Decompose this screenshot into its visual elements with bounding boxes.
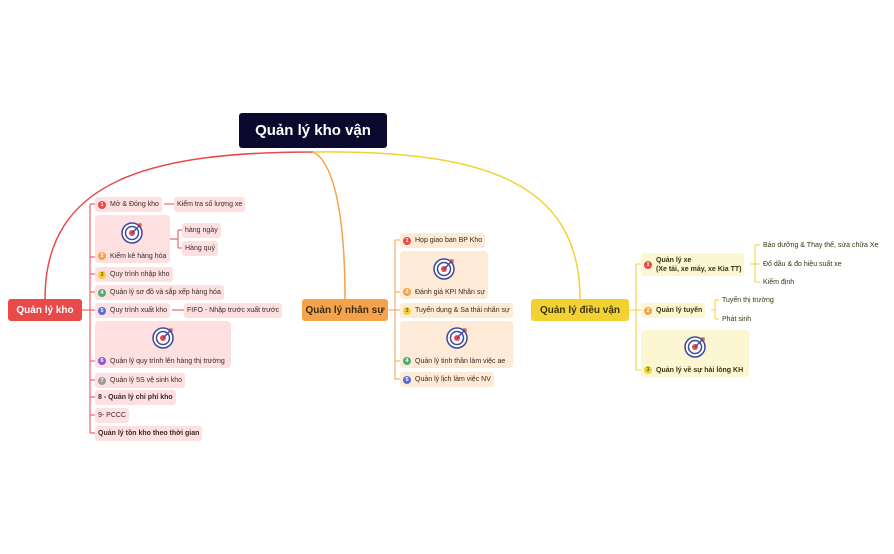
topic-label-row: 3 Quản lý về sự hài lòng KH — [644, 366, 743, 374]
root-topic[interactable]: Quản lý kho vận — [239, 113, 387, 148]
topic-label: Quản lý 5S vệ sinh kho — [110, 377, 182, 384]
topic-hang-quy[interactable]: Hàng quý — [182, 241, 218, 256]
topic-tuyen-thi-truong[interactable]: Tuyến thị trường — [722, 297, 774, 304]
topic-quy-trinh-xuat-kho[interactable]: 5 Quy trình xuất kho — [95, 303, 171, 318]
topic-kiem-ke-hang-hoa[interactable]: 2 Kiểm kê hàng hóa — [95, 215, 170, 263]
topic-su-hai-long-kh[interactable]: 3 Quản lý về sự hài lòng KH — [641, 330, 749, 377]
topic-label: Quản lý tinh thần làm việc ae — [415, 357, 506, 365]
topic-len-hang-thi-truong[interactable]: 6 Quản lý quy trình lên hàng thị trường — [95, 321, 231, 368]
topic-bao-duong[interactable]: Bảo dưỡng & Thay thế, sửa chữa Xe — [763, 242, 879, 249]
topic-kiem-tra-so-luong-xe[interactable]: Kiểm tra số lượng xe — [174, 197, 246, 212]
target-icon — [152, 327, 174, 349]
topic-chi-phi-kho[interactable]: 8 - Quản lý chi phí kho — [95, 390, 176, 405]
target-icon — [121, 222, 143, 244]
topic-fifo[interactable]: FIFO - Nhập trước xuất trước — [184, 303, 283, 318]
topic-quan-ly-xe[interactable]: 1 Quản lý xe (Xe tải, xe máy, xe Kia TT) — [641, 253, 745, 276]
topic-label-row: 2 Đánh giá KPI Nhân sự — [403, 288, 485, 296]
number-badge: 4 — [403, 357, 411, 365]
number-badge: 7 — [98, 376, 106, 385]
number-badge: 1 — [98, 200, 106, 209]
topic-so-do-sap-xep[interactable]: 4 Quản lý sơ đồ và sắp xếp hàng hóa — [95, 285, 224, 300]
topic-label-row: 6 Quản lý quy trình lên hàng thị trường — [98, 357, 225, 365]
topic-label: Họp giao ban BP Kho — [415, 237, 483, 244]
topic-quy-trinh-nhap-kho[interactable]: 3 Quy trình nhập kho — [95, 267, 173, 282]
topic-label: Quản lý về sự hài lòng KH — [656, 366, 744, 374]
topic-danh-gia-kpi[interactable]: 2 Đánh giá KPI Nhân sự — [400, 251, 488, 299]
topic-label: Mở & Đóng kho — [110, 201, 159, 208]
number-badge: 1 — [644, 260, 652, 269]
topic-label: Quản lý tuyến — [656, 307, 703, 314]
topic-label: Tuyển dụng & Sa thải nhân sự — [415, 307, 510, 314]
topic-label: Quản lý sơ đồ và sắp xếp hàng hóa — [110, 289, 221, 296]
topic-mo-dong-kho[interactable]: 1 Mở & Đóng kho — [95, 197, 162, 212]
topic-hop-giao-ban[interactable]: 1 Họp giao ban BP Kho — [400, 233, 486, 248]
topic-ton-kho[interactable]: Quản lý tồn kho theo thời gian — [95, 426, 203, 441]
topic-label: Đánh giá KPI Nhân sự — [415, 288, 486, 296]
topic-kiem-dinh[interactable]: Kiểm định — [763, 279, 795, 286]
number-badge: 3 — [98, 270, 106, 279]
topic-hang-ngay[interactable]: hàng ngày — [182, 223, 221, 238]
topic-label-row: 4 Quản lý tinh thần làm việc ae — [403, 357, 505, 365]
number-badge: 6 — [98, 357, 106, 365]
topic-tinh-than-lam-viec[interactable]: 4 Quản lý tinh thần làm việc ae — [400, 321, 513, 368]
topic-label: Quản lý quy trình lên hàng thị trường — [110, 357, 225, 365]
topic-5s-ve-sinh-kho[interactable]: 7 Quản lý 5S vệ sinh kho — [95, 373, 185, 388]
number-badge: 5 — [98, 306, 106, 315]
topic-quan-ly-tuyen[interactable]: 2 Quản lý tuyến — [641, 303, 706, 318]
topic-phat-sinh[interactable]: Phát sinh — [722, 316, 752, 323]
number-badge: 3 — [403, 306, 411, 315]
topic-tuyen-dung[interactable]: 3 Tuyển dụng & Sa thải nhân sự — [400, 303, 513, 318]
topic-pccc[interactable]: 9- PCCC — [95, 408, 130, 423]
topic-label-stack: Quản lý xe (Xe tải, xe máy, xe Kia TT) — [656, 256, 741, 274]
topic-label: Quy trình nhập kho — [110, 271, 170, 278]
number-badge: 4 — [98, 288, 106, 297]
target-icon — [684, 336, 706, 358]
topic-label: Kiểm kê hàng hóa — [110, 252, 167, 260]
number-badge: 2 — [403, 288, 411, 296]
branch-quan-ly-kho[interactable]: Quản lý kho — [8, 299, 82, 321]
topic-label-row: 2 Kiểm kê hàng hóa — [98, 252, 166, 260]
number-badge: 1 — [403, 236, 411, 245]
number-badge: 3 — [644, 366, 652, 374]
branch-quan-ly-nhan-su[interactable]: Quản lý nhân sự — [302, 299, 388, 321]
topic-lich-lam-viec[interactable]: 5 Quản lý lịch làm việc NV — [400, 372, 494, 387]
branch-quan-ly-dieu-van[interactable]: Quản lý điều vận — [531, 299, 629, 321]
topic-label: Quản lý xe — [656, 256, 692, 264]
number-badge: 2 — [98, 252, 106, 260]
topic-label-line2: (Xe tải, xe máy, xe Kia TT) — [656, 265, 742, 273]
number-badge: 5 — [403, 375, 411, 384]
topic-do-dau[interactable]: Đổ dầu & đo hiệu suất xe — [763, 261, 842, 268]
target-icon — [446, 327, 468, 349]
target-icon — [433, 258, 455, 280]
topic-label: Quy trình xuất kho — [110, 307, 168, 314]
number-badge: 2 — [644, 306, 652, 315]
topic-label: Quản lý lịch làm việc NV — [415, 376, 491, 383]
